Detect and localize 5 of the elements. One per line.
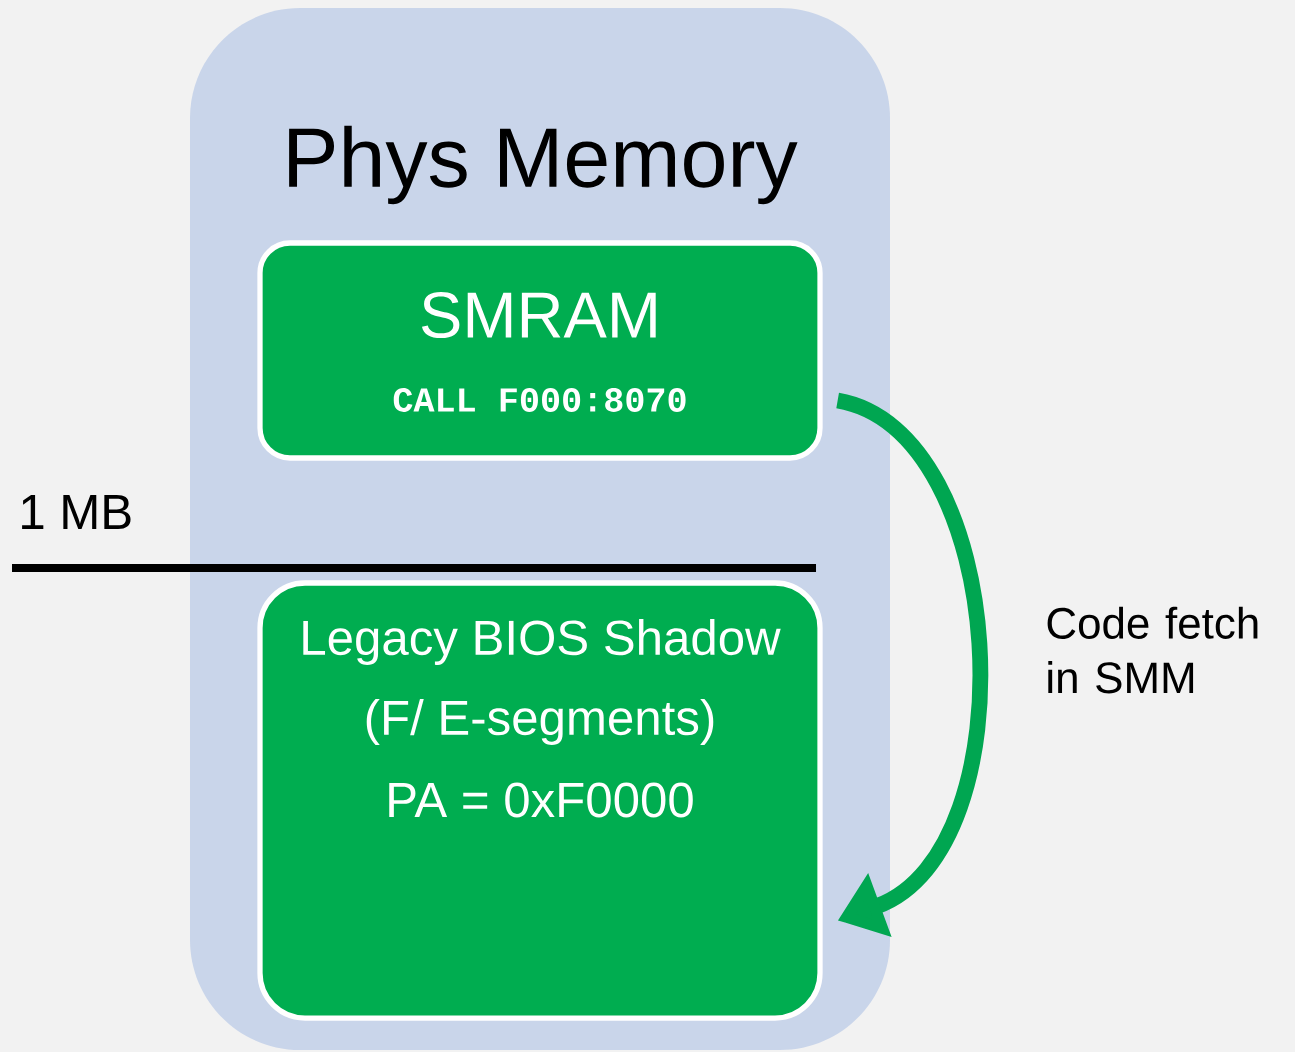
memory-region-box: SMRAM CALL F000:8070	[257, 240, 823, 461]
memory-region-box: Legacy BIOS Shadow (F/ E-segments) PA = 0xF0000	[257, 580, 823, 1021]
edge-label: Code fetch in SMM	[1047, 606, 1258, 694]
arrow	[834, 393, 988, 937]
boundary-label: 1 MB	[22, 495, 131, 529]
